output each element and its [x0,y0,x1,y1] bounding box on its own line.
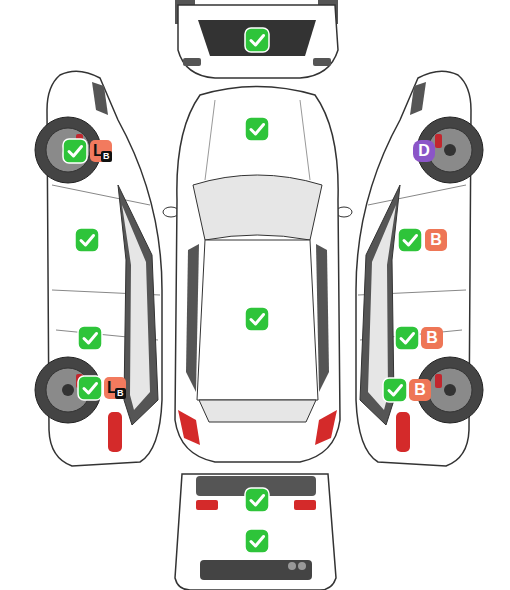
side-glass-left [186,244,199,392]
check-box [245,307,269,331]
rear-window [199,400,316,422]
front-fog-left [183,58,201,66]
badge-letter: B [421,330,443,346]
badge-letter: D [413,143,435,159]
check-tick [84,384,97,394]
check-mark [245,28,269,52]
check-box [245,529,269,553]
badge-letter: B [115,388,126,399]
check-box [245,117,269,141]
check-mark [245,488,269,512]
left-side-view [35,71,162,466]
rear-light-right [294,500,316,510]
windshield [193,175,322,240]
check-tick [251,537,264,547]
check-tick [404,236,417,246]
tail-light-left [178,410,200,445]
check-box [395,326,419,350]
rear-light-left [196,500,218,510]
check-box [63,139,87,163]
check-mark [245,117,269,141]
side-glass-right [316,244,329,392]
check-marks [63,28,422,553]
check-mark [383,378,407,402]
check-tick [84,334,97,344]
check-tick [81,236,94,246]
damage-badge-lb: LB [90,140,112,162]
check-tick [251,315,264,325]
check-mark [78,376,102,400]
front-bumper [178,5,338,78]
tail-light-right [315,410,337,445]
check-mark [398,228,422,252]
check-tick [69,147,82,157]
rear-body [175,474,336,590]
roof [197,240,318,400]
check-box [75,228,99,252]
check-box [398,228,422,252]
badge-letter: B [425,232,447,248]
check-mark [63,139,87,163]
check-box [245,28,269,52]
check-mark [245,529,269,553]
check-tick [389,386,402,396]
badge-letter: B [101,151,112,162]
damage-badge-d: D [413,140,435,162]
check-box [78,326,102,350]
exhaust-right [298,562,306,570]
check-box [383,378,407,402]
damage-badge-b: B [425,229,447,251]
top-body [175,87,340,463]
front-fog-right [313,58,331,66]
check-tick [251,496,264,506]
check-mark [75,228,99,252]
check-tick [401,334,414,344]
check-tick [251,125,264,135]
check-box [78,376,102,400]
damage-badge-b: B [421,327,443,349]
check-mark [78,326,102,350]
check-tick [251,36,264,46]
front-grille [198,20,316,56]
check-mark [245,307,269,331]
damage-badge-b: B [409,379,431,401]
check-mark [395,326,419,350]
right-side-view [356,71,483,466]
damage-badge-lb: LB [104,377,126,399]
badge-letter: B [409,382,431,398]
rear-diffuser [200,560,312,580]
check-box [245,488,269,512]
exhaust-left [288,562,296,570]
hood-lines [205,100,310,180]
